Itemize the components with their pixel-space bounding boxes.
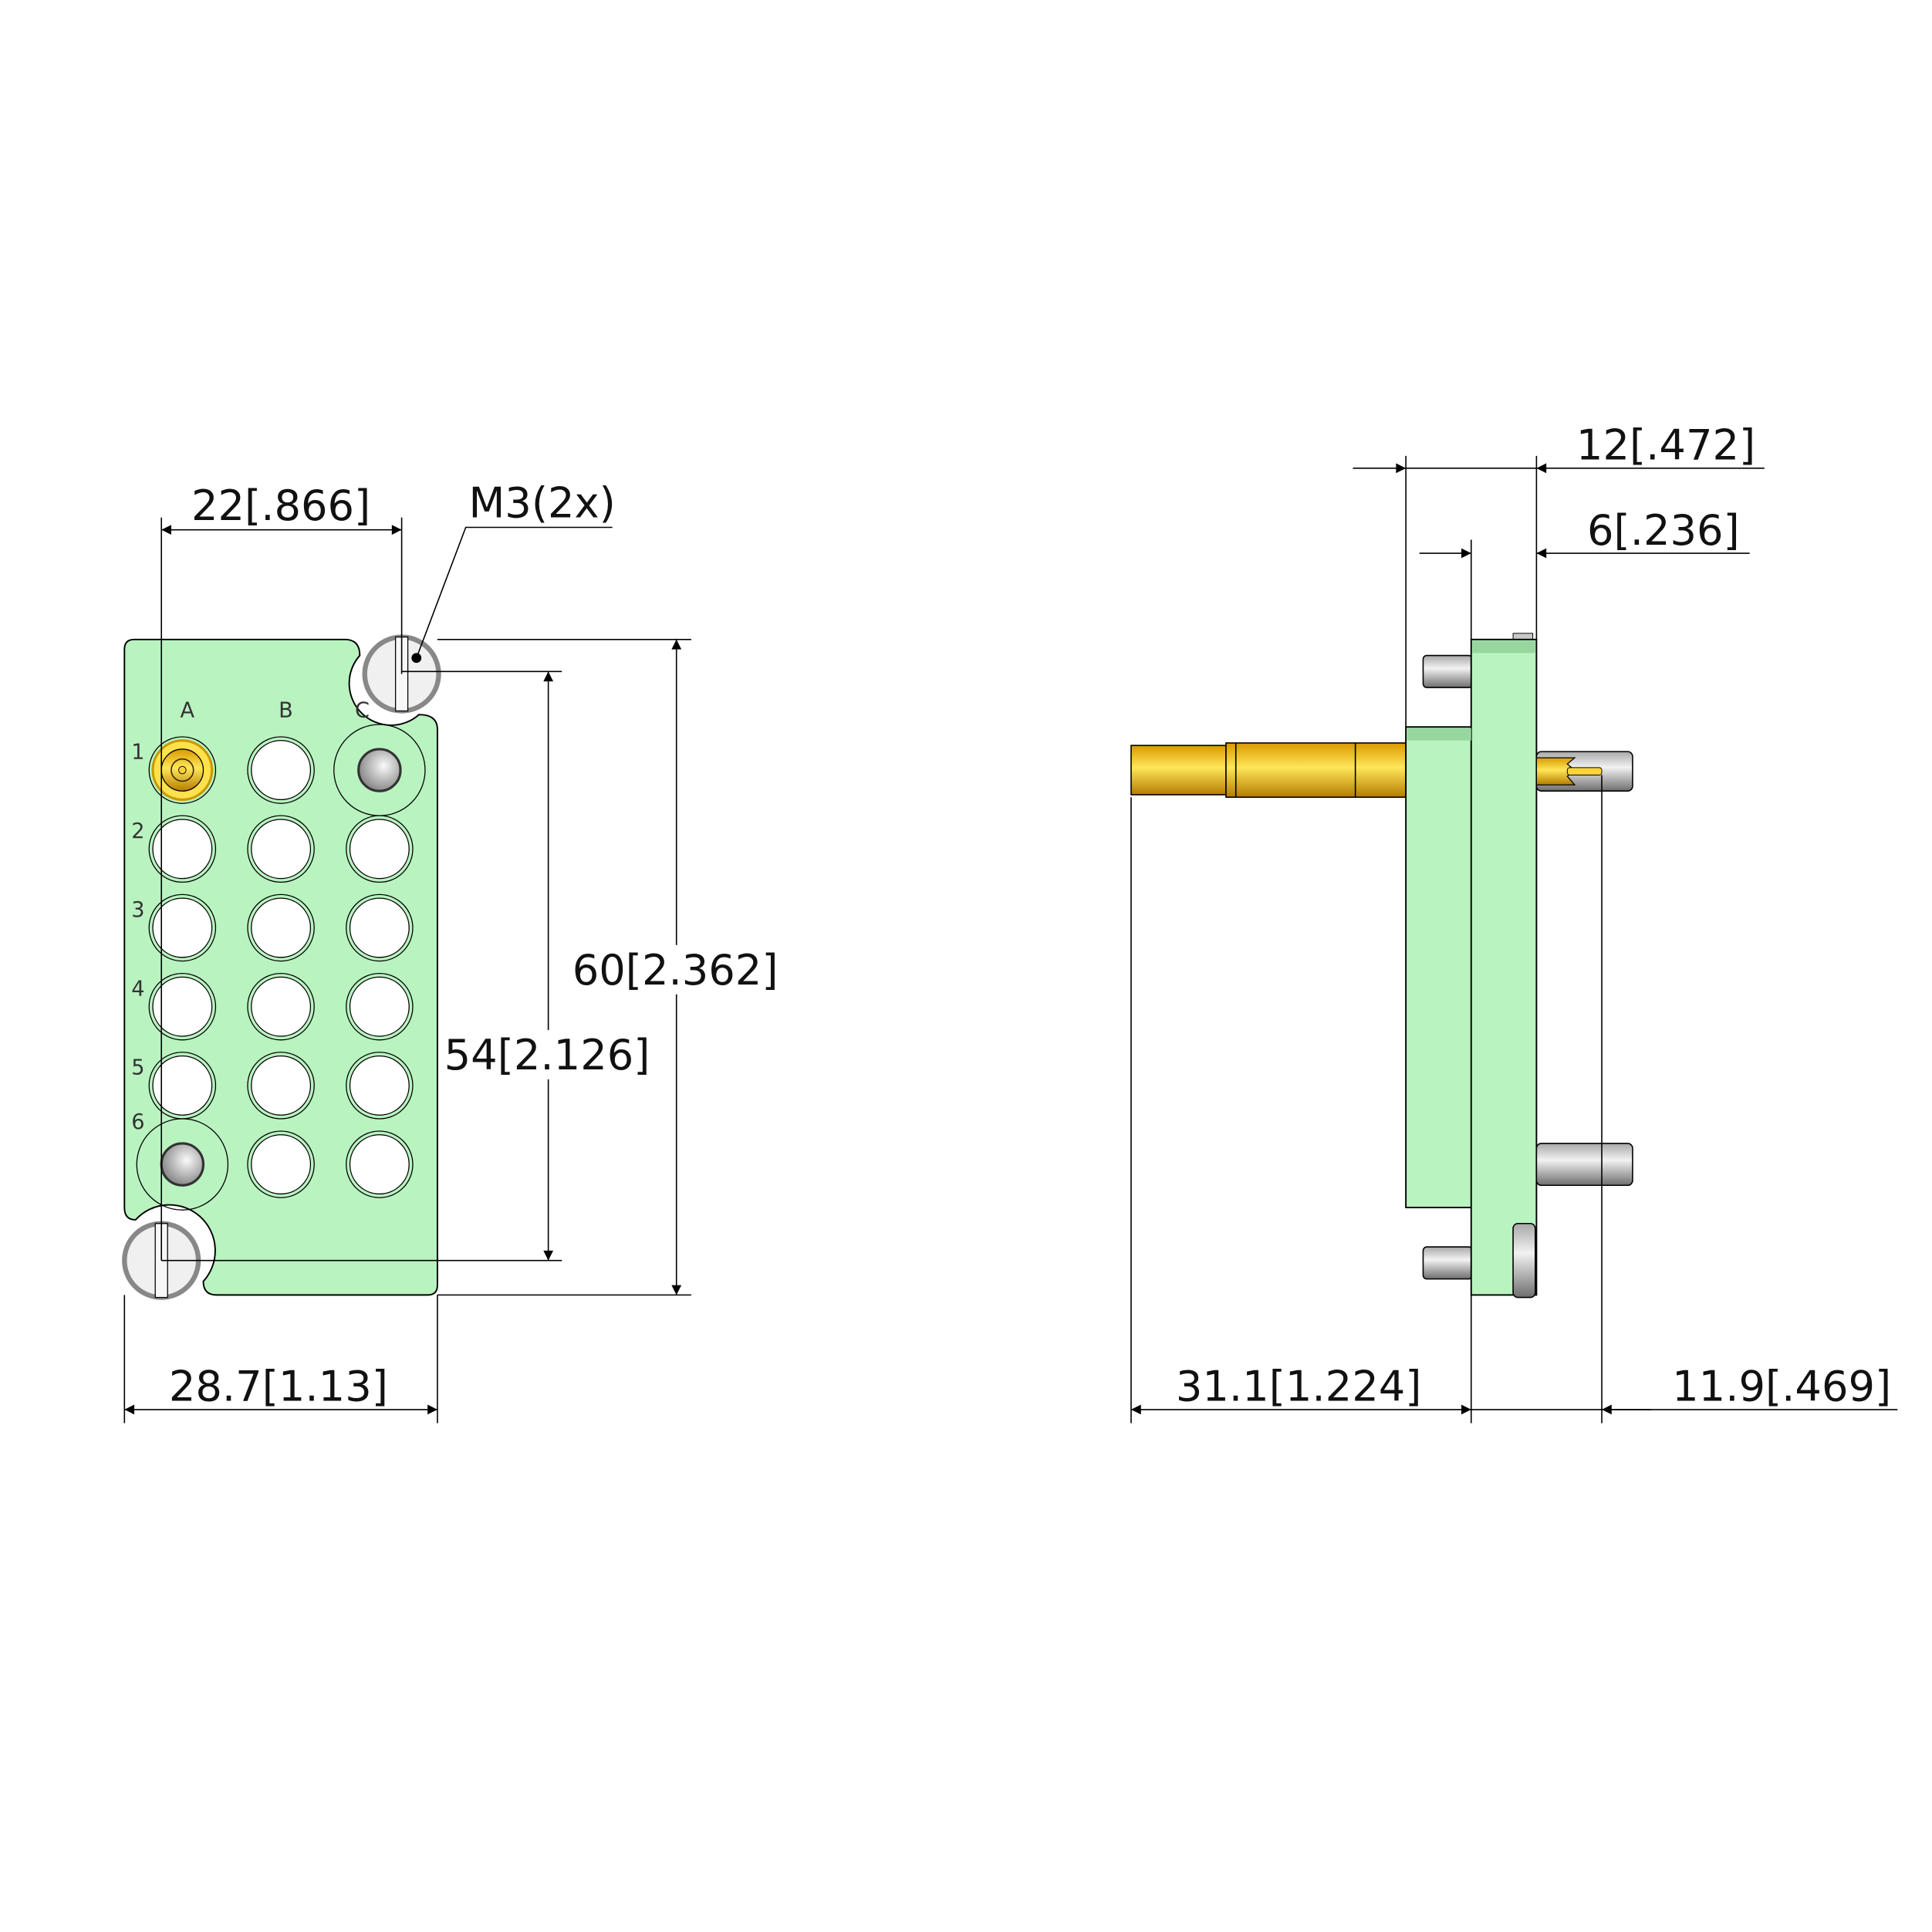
dimension-label: 60[2.362] [573,946,779,995]
side-view: 12[.472] 6[.236] 31.1[1.224] 11.9[.469] [1130,421,1898,1424]
dimension-label: 22[.866] [191,481,370,530]
dimension-flange-thickness: 6[.236] [1419,506,1750,640]
front-view: A B C 1 2 3 4 5 6 22[.866] M3(2x) 54[2.126] [122,479,779,1424]
mounting-screw-side[interactable] [1512,1222,1536,1299]
dimension-front-length: 11.9[.469] [1471,775,1898,1424]
dimension-screw-spacing: 54[2.126] [161,670,650,1262]
row-label: 2 [131,819,144,843]
cavity-C2-empty[interactable] [346,815,414,883]
row-label: 4 [131,977,144,1001]
dimension-pitch-width: 22[.866] [160,481,403,1261]
cavity-C3-empty[interactable] [346,893,414,962]
cavity-B5-empty[interactable] [247,1052,315,1120]
cavity-B4-empty[interactable] [247,972,315,1041]
cavity-C1-guide-pin[interactable] [333,724,426,816]
guide-pin-lower-rear [1422,1246,1474,1280]
row-label: 5 [131,1056,144,1080]
rear-contact-pin [1130,745,1227,795]
guide-pin-upper-rear [1422,654,1474,688]
dimension-label: 54[2.126] [444,1031,650,1079]
callout-label: M3(2x) [468,479,615,528]
dimension-label: 6[.236] [1587,506,1740,555]
cavity-C4-empty[interactable] [346,972,414,1041]
cavity-A6-guide-pin[interactable] [136,1118,229,1211]
cavity-A1-contact[interactable] [148,736,217,804]
column-labels: A B C [180,698,370,722]
column-label: C [355,698,370,722]
dimension-label: 28.7[1.13] [169,1363,388,1411]
cavity-B6-empty[interactable] [247,1130,315,1198]
dimension-width: 28.7[1.13] [123,1295,438,1424]
guide-pin-icon [160,1142,205,1187]
cavity-B1-empty[interactable] [247,736,315,804]
guide-pin-icon [357,748,402,792]
dimension-label: 11.9[.469] [1672,1363,1891,1411]
cavity-C6-empty[interactable] [346,1130,414,1198]
dimension-label: 31.1[1.224] [1176,1363,1422,1411]
cavity-A4-empty[interactable] [148,972,217,1041]
row-label: 1 [131,741,144,765]
guide-pin-front [1535,1143,1633,1187]
cavity-A2-empty[interactable] [148,815,217,883]
dimension-rear-length: 31.1[1.224] [1130,797,1472,1424]
housing-body [1405,726,1474,1208]
cavity-A3-empty[interactable] [148,893,217,962]
connector-plate [123,638,438,1296]
flange [1470,638,1538,1296]
column-label: B [279,698,293,722]
row-labels: 1 2 3 4 5 6 [131,741,144,1134]
column-label: A [180,698,194,722]
dimension-height: 60[2.362] [437,639,779,1296]
screw-callout: M3(2x) [411,479,616,664]
dimension-overall-depth: 12[.472] [1353,421,1765,728]
row-label: 3 [131,898,144,922]
cavity-grid [136,724,426,1211]
cavity-B2-empty[interactable] [247,815,315,883]
cavity-A5-empty[interactable] [148,1052,217,1120]
dimension-label: 12[.472] [1576,421,1755,470]
cavity-C5-empty[interactable] [346,1052,414,1120]
row-label: 6 [131,1110,144,1134]
cavity-B3-empty[interactable] [247,893,315,962]
rear-contact-body [1225,742,1407,799]
